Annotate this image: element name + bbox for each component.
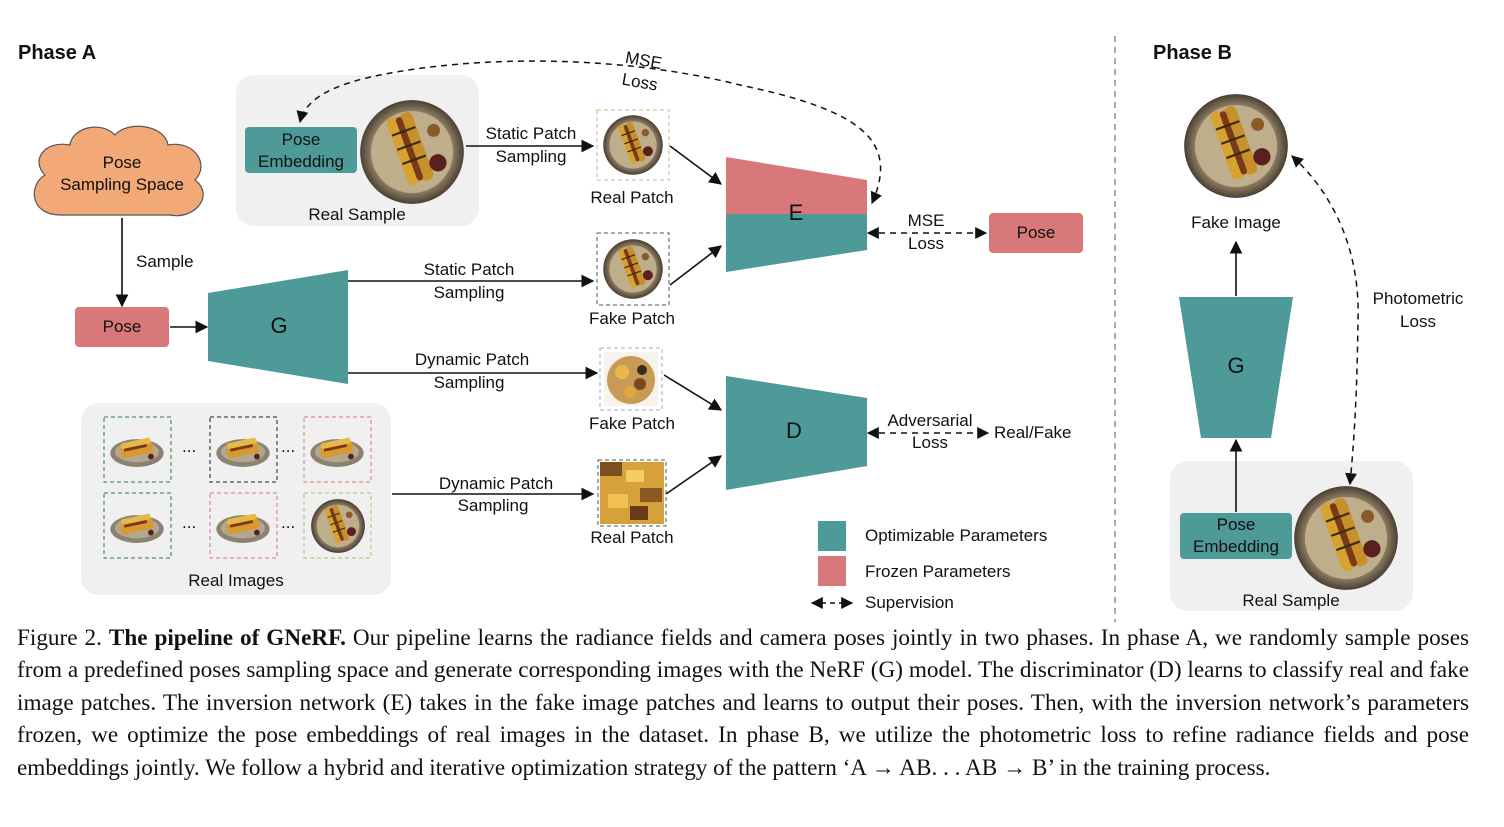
pose-embedding-b-label-1: Pose (1217, 515, 1256, 534)
ellipsis-4: ... (281, 513, 295, 532)
caption-body: Our pipeline learns the radiance fields … (17, 625, 1470, 781)
fake-patch-1-label: Fake Patch (589, 309, 675, 328)
sample-label: Sample (136, 252, 194, 271)
pose-box (75, 307, 169, 347)
discriminator-d (726, 376, 867, 490)
fake-patch-1-image (602, 238, 664, 300)
fake-patch-to-e-arrow (669, 245, 723, 286)
dynamic-mid-label-1: Dynamic Patch (415, 350, 529, 369)
pose-sampling-cloud (33, 125, 204, 217)
mse-top-label-1: MSE (624, 48, 664, 73)
generator-g-phase-b-label: G (1227, 353, 1244, 378)
caption-figure-label: Figure 2. (17, 625, 102, 651)
real-patch-bottom-image (600, 462, 664, 524)
dynamic-mid-label-2: Sampling (434, 373, 505, 392)
fake-image (1183, 93, 1289, 199)
real-images-label: Real Images (188, 571, 283, 590)
real-patch-top-label: Real Patch (590, 188, 673, 207)
legend-optimizable-swatch (818, 521, 846, 551)
adversarial-label-2: Loss (912, 433, 948, 452)
phase-a-title: Phase A (18, 42, 96, 64)
static-mid-label-2: Sampling (434, 283, 505, 302)
legend-frozen-swatch (818, 556, 846, 586)
real-sample-b-image (1293, 485, 1399, 591)
real-patch-top-image (602, 114, 664, 176)
discriminator-d-label: D (786, 418, 802, 443)
ellipsis-2: ... (281, 437, 295, 456)
mse-right-label-2: Loss (908, 234, 944, 253)
pipeline-diagram: Phase A Pose Embedding Real Sample Pose … (18, 36, 1464, 622)
static-top-label-2: Sampling (496, 147, 567, 166)
real-sample-b-label: Real Sample (1242, 591, 1339, 610)
legend-supervision-label: Supervision (865, 593, 954, 612)
real-images-grid (103, 416, 372, 559)
mse-top-supervision (296, 60, 882, 205)
photometric-label-1: Photometric (1373, 289, 1464, 308)
real-sample-image (359, 99, 465, 205)
pose-embedding-label-1: Pose (282, 130, 321, 149)
fake-patch-2-image (604, 352, 658, 406)
real-fake-label: Real/Fake (994, 423, 1071, 442)
ellipsis-1: ... (182, 437, 196, 456)
generator-g-phase-b (1179, 297, 1293, 438)
pose-output-label: Pose (1017, 223, 1056, 242)
adversarial-label-1: Adversarial (887, 411, 972, 430)
fake-patch-2-label: Fake Patch (589, 414, 675, 433)
cloud-label-2: Sampling Space (60, 175, 184, 194)
pose-embedding-b-label-2: Embedding (1193, 537, 1279, 556)
real-sample-label: Real Sample (308, 205, 405, 224)
dynamic-bottom-label-2: Sampling (458, 496, 529, 515)
dynamic-bottom-label-1: Dynamic Patch (439, 474, 553, 493)
cloud-label-1: Pose (103, 153, 142, 172)
mse-right-label-1: MSE (908, 211, 945, 230)
mse-top-label-2: Loss (620, 70, 659, 95)
fake-image-label: Fake Image (1191, 213, 1281, 232)
encoder-e-label: E (789, 200, 804, 225)
pose-output-box (989, 213, 1083, 253)
photometric-supervision (1291, 155, 1359, 486)
phase-b-title: Phase B (1153, 42, 1232, 64)
encoder-e-optimizable (726, 214, 867, 272)
pose-box-label: Pose (103, 317, 142, 336)
caption-title: The pipeline of GNeRF. (108, 625, 346, 651)
pose-embedding-box-b[interactable] (1180, 513, 1292, 559)
figure-caption: Figure 2. The pipeline of GNeRF. Our pip… (17, 622, 1469, 784)
legend-frozen-label: Frozen Parameters (865, 562, 1011, 581)
static-top-label-1: Static Patch (486, 124, 577, 143)
fake-patch-2-frame (599, 347, 663, 411)
real-patch-top-frame (596, 109, 670, 181)
legend-optimizable-label: Optimizable Parameters (865, 526, 1047, 545)
real-patch-bottom-frame (597, 459, 667, 527)
photometric-label-2: Loss (1400, 312, 1436, 331)
static-mid-label-1: Static Patch (424, 260, 515, 279)
real-images-panel (81, 403, 391, 595)
fake-patch-to-d-arrow (663, 374, 723, 411)
real-patch-to-d-arrow (665, 455, 723, 495)
ellipsis-3: ... (182, 513, 196, 532)
real-patch-bottom-label: Real Patch (590, 528, 673, 547)
real-patch-to-e-arrow (669, 145, 723, 185)
generator-g (208, 270, 348, 384)
fake-patch-1-frame (596, 232, 670, 306)
encoder-e-frozen (726, 157, 867, 214)
generator-g-label: G (270, 313, 287, 338)
pose-embedding-label-2: Embedding (258, 152, 344, 171)
